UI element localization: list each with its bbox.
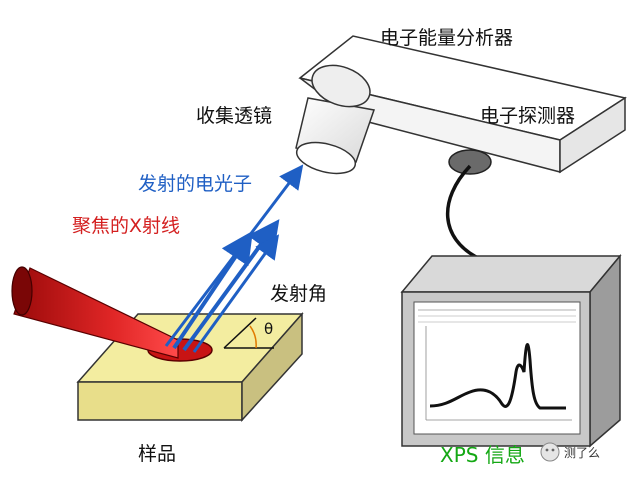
emission-angle-indicator — [223, 317, 274, 349]
xray-cone — [11, 266, 179, 359]
analyzer-label: 电子能量分析器 — [380, 27, 513, 49]
sample-label: 样品 — [138, 443, 176, 465]
detector-label: 电子探测器 — [480, 105, 575, 127]
emitted-electrons-label: 发射的电光子 — [138, 173, 252, 195]
angle-label: 发射角 — [270, 283, 327, 305]
detector-opening — [448, 149, 492, 175]
electron-arrows — [164, 164, 304, 353]
theta-label: θ — [264, 320, 273, 338]
xps-spectrum-curve — [429, 343, 566, 410]
xps-monitor — [400, 253, 622, 448]
xps-screen — [413, 301, 581, 435]
collection-lens — [295, 64, 375, 175]
watermark: 测了么 — [540, 442, 600, 462]
xray-label: 聚焦的X射线 — [72, 215, 180, 237]
watermark-text: 测了么 — [564, 446, 600, 460]
xps-info-label: XPS 信息 — [440, 443, 525, 467]
lens-label: 收集透镜 — [196, 105, 272, 127]
wechat-icon — [540, 442, 560, 462]
